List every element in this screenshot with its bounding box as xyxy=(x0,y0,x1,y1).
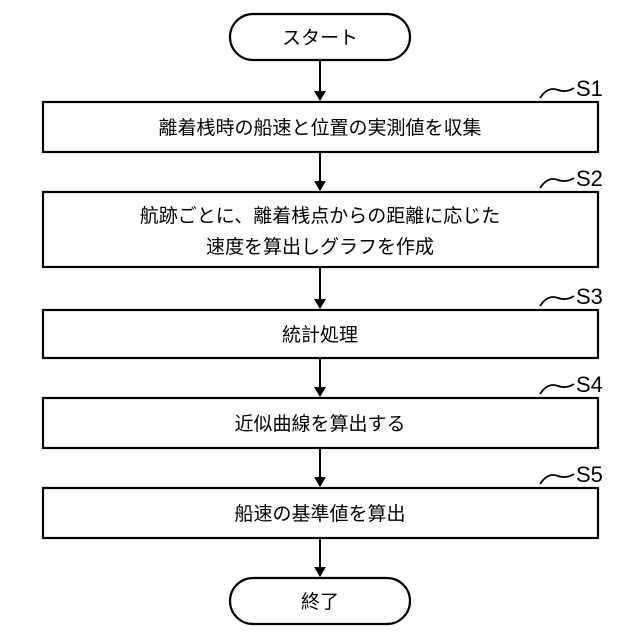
step-s5-label: S5 xyxy=(576,462,603,487)
step-s2-text-line2: 速度を算出しグラフを作成 xyxy=(206,236,434,258)
step-s2-label: S2 xyxy=(576,166,603,191)
end-terminal: 終了 xyxy=(230,578,410,624)
step-s2-text-line1: 航跡ごとに、離着桟点からの距離に応じた xyxy=(140,205,500,227)
step-s4-text: 近似曲線を算出する xyxy=(234,413,405,435)
step-label-leader xyxy=(540,88,574,98)
step-s5-text: 船速の基準値を算出 xyxy=(234,503,405,525)
step-label-leader xyxy=(540,178,574,188)
step-s2: 航跡ごとに、離着桟点からの距離に応じた 速度を算出しグラフを作成 S2 xyxy=(43,166,603,267)
step-s3: 統計処理 S3 xyxy=(43,284,603,358)
start-terminal: スタート xyxy=(230,14,410,60)
step-label-leader xyxy=(540,474,574,484)
step-label-leader xyxy=(540,384,574,394)
step-s1-label: S1 xyxy=(576,76,603,101)
step-s3-text: 統計処理 xyxy=(282,324,358,346)
step-s4-label: S4 xyxy=(576,372,603,397)
step-s4: 近似曲線を算出する S4 xyxy=(43,372,603,448)
step-s1: 離着桟時の船速と位置の実測値を収集 S1 xyxy=(43,76,603,152)
start-label: スタート xyxy=(282,27,358,49)
step-s3-label: S3 xyxy=(576,284,603,309)
step-s5: 船速の基準値を算出 S5 xyxy=(43,462,603,538)
end-label: 終了 xyxy=(301,591,339,613)
step-s1-text: 離着桟時の船速と位置の実測値を収集 xyxy=(158,117,481,139)
step-label-leader xyxy=(540,296,574,306)
